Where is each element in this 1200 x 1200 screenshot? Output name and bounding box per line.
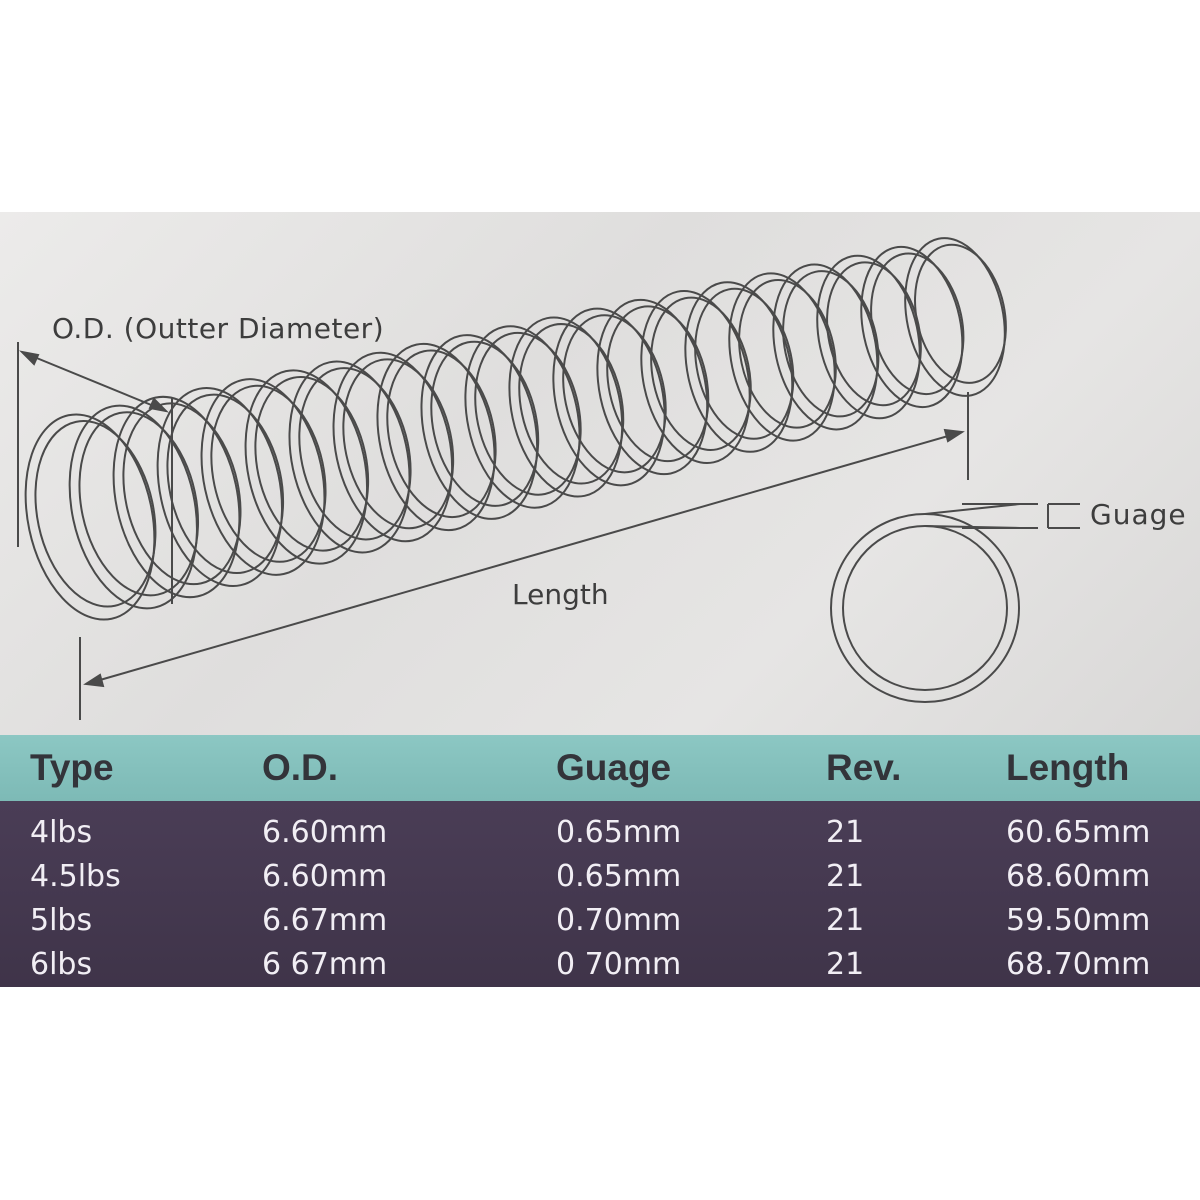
outer-diameter-label: O.D. (Outter Diameter) [52,312,385,345]
spring-coil [332,351,454,543]
spring-coil [640,290,751,464]
spring-coil [200,378,326,576]
row3-length: 59.50mm [1006,903,1151,938]
row4-gauge: 0 70mm [556,947,682,982]
spring-coil [386,349,497,519]
spring-coil [78,411,200,597]
spring-coil [24,413,156,621]
row3-type: 5lbs [30,903,93,938]
spring-coil [914,243,1007,384]
spring-coil [596,298,709,476]
spring-coil [694,287,795,440]
row2-od: 6.60mm [262,859,388,894]
spring-coil [728,272,836,442]
spring-coil [112,395,241,599]
spring-coil [904,237,1006,397]
row3-od: 6.67mm [262,903,388,938]
row4-rev: 21 [826,947,865,982]
header-type: Type [30,747,114,788]
spring-coils [24,237,1007,621]
spring-coil [342,358,455,530]
spring-coil [816,254,921,420]
spring-coil [508,316,624,498]
header-length: Length [1006,747,1130,788]
row4-type: 6lbs [30,947,93,982]
spring-coil [782,270,880,418]
row2-type: 4.5lbs [30,859,121,894]
row1-length: 60.65mm [1006,815,1151,850]
row1-gauge: 0.65mm [556,815,682,850]
spring-illustration [17,237,1080,720]
spring-coil [122,402,242,586]
spring-coil [156,387,283,587]
row4-length: 68.70mm [1006,947,1151,982]
spring-coil [244,369,369,565]
spring-coil [870,252,965,396]
spring-coil [518,323,625,485]
row3-rev: 21 [826,903,865,938]
gauge-label: Guage [1090,498,1187,531]
spring-coil [376,342,496,532]
header-gauge: Guage [556,747,672,788]
spring-coil [650,296,752,451]
spring-coil [298,367,412,541]
spec-table-body: 4lbs 6.60mm 0.65mm 21 60.65mm 4.5lbs 6.6… [0,801,1200,987]
spring-coil [552,307,666,487]
spring-coil [430,340,540,507]
spring-coil [562,314,667,474]
length-label: Length [512,578,609,611]
spring-coil [68,404,198,610]
spring-diagram: O.D. (Outter Diameter) Length Guage [0,212,1200,735]
spring-coil [34,420,157,608]
spring-coil [420,334,539,520]
row2-rev: 21 [826,859,865,894]
spring-coil [860,245,964,409]
header-rev: Rev. [826,747,902,788]
spring-coil [464,325,581,509]
row2-gauge: 0.65mm [556,859,682,894]
spec-table-header: Type O.D. Guage Rev. Length [0,735,1200,801]
header-od: O.D. [262,747,339,788]
row4-od: 6 67mm [262,947,388,982]
spring-coil [254,375,370,552]
spring-coil [738,278,837,429]
row1-type: 4lbs [30,815,93,850]
spring-coil [288,360,411,554]
row2-length: 68.60mm [1006,859,1151,894]
spring-coil [166,393,285,574]
row3-gauge: 0.70mm [556,903,682,938]
row1-rev: 21 [826,815,865,850]
spring-coil [474,331,582,496]
cross-section [830,503,1021,703]
spring-coil [210,384,327,563]
spring-coil [684,281,794,453]
dimension-lines [17,342,1080,720]
spring-spec-card: O.D. (Outter Diameter) Length Guage Type… [0,212,1200,987]
row1-od: 6.60mm [262,815,388,850]
spring-coil [606,305,710,463]
